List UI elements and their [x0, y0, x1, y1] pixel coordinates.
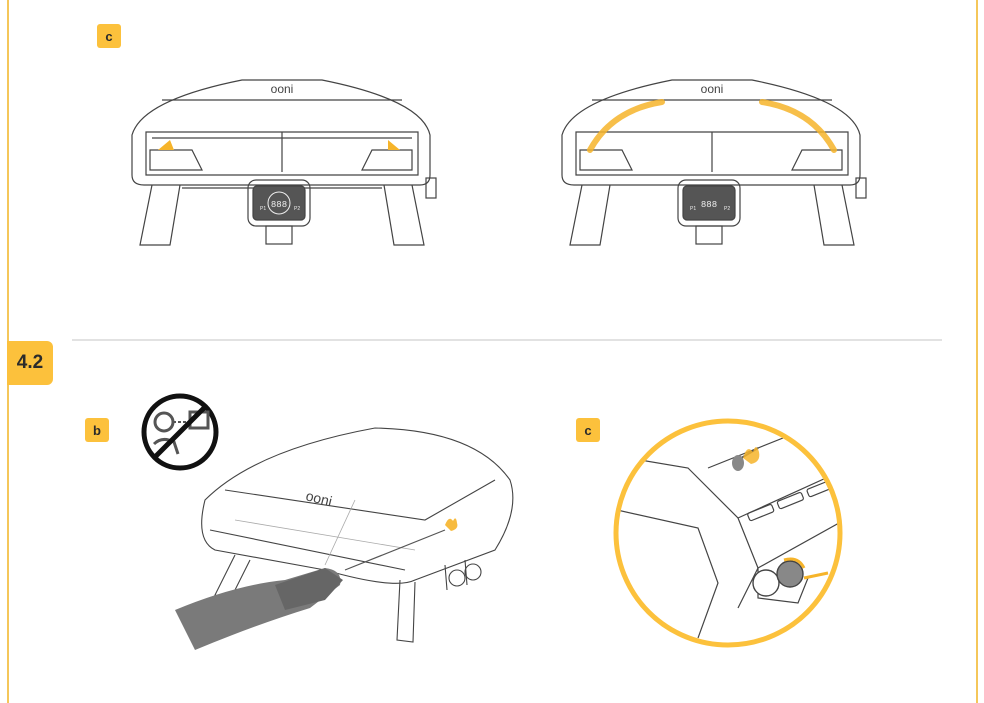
- oven-front-illustration-right: 888 P1 P2 ooni: [552, 60, 872, 250]
- svg-text:888: 888: [701, 200, 717, 210]
- svg-text:ooni: ooni: [271, 82, 294, 96]
- page-border-right: [976, 0, 978, 703]
- section-divider: [72, 339, 942, 341]
- svg-text:P2: P2: [294, 206, 300, 212]
- step-label: c: [584, 422, 592, 438]
- step-label: b: [93, 422, 101, 438]
- zoomed-burner-knob-illustration: [608, 408, 848, 658]
- step-label: c: [105, 28, 113, 44]
- svg-text:P2: P2: [724, 206, 730, 212]
- svg-text:ooni: ooni: [701, 82, 724, 96]
- hand-lighting-oven-illustration: ooni: [175, 420, 515, 660]
- step-badge-b: b: [85, 418, 109, 442]
- svg-text:ooni: ooni: [304, 487, 334, 509]
- oven-front-illustration-left: 888 P1 P2 ooni: [122, 60, 442, 250]
- step-badge-c-top: c: [97, 24, 121, 48]
- no-looking-into-oven-icon: [140, 392, 220, 472]
- svg-text:888: 888: [271, 200, 287, 210]
- section-number-badge: 4.2: [7, 341, 53, 385]
- section-number: 4.2: [16, 352, 44, 373]
- svg-text:P1: P1: [260, 206, 266, 212]
- svg-text:P1: P1: [690, 206, 696, 212]
- step-badge-c-bottom: c: [576, 418, 600, 442]
